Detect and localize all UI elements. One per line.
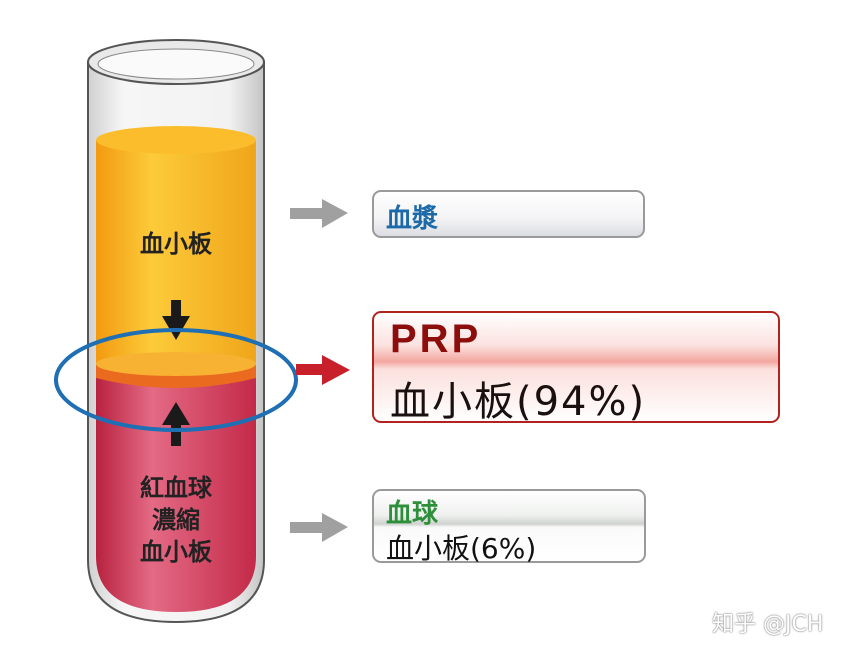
tube-opening: [97, 48, 255, 80]
arrow-up-icon: [162, 402, 190, 446]
red-layer-label-line: 濃縮: [152, 506, 200, 534]
red-layer-label-line: 紅血球: [140, 474, 212, 502]
prp-subtitle: 血小板(94%): [390, 379, 647, 425]
watermark: 知乎 @JCH: [712, 612, 824, 637]
arrow-right-icon: [290, 199, 348, 228]
plasma-label-box: 血漿: [372, 190, 645, 238]
arrow-right-icon: [290, 513, 348, 542]
prp-title: PRP: [390, 317, 482, 361]
plasma-label: 血漿: [386, 204, 439, 234]
highlight-ellipse: [54, 328, 298, 432]
blood-cell-subtitle: 血小板(6%): [386, 532, 537, 565]
red-layer-label-line: 血小板: [140, 538, 212, 566]
blood-cell-title: 血球: [386, 499, 439, 529]
red-cell-layer: [96, 375, 256, 612]
red-layer-label: 紅血球 濃縮 血小板: [120, 472, 232, 568]
platelet-interface: [96, 352, 256, 376]
prp-label-box: PRP 血小板(94%): [372, 311, 780, 425]
blood-cell-label-box: 血球 血小板(6%): [372, 489, 646, 565]
arrow-right-icon: [296, 355, 350, 385]
platelet-layer-label: 血小板: [140, 230, 212, 258]
plasma-layer-top: [96, 126, 256, 154]
